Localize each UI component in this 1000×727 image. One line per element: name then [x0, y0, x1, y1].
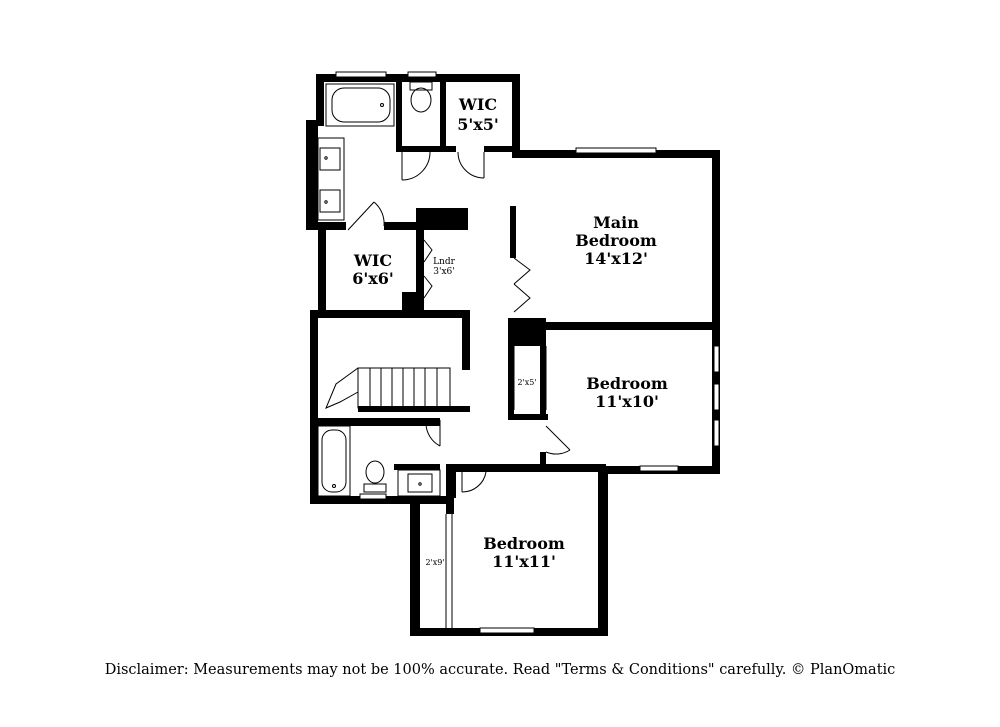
doors	[347, 151, 571, 493]
room-main-bedroom-name-line1: Main	[593, 213, 639, 232]
room-wic-top-name: WIC	[458, 95, 497, 114]
room-main-bedroom: Main Bedroom 14'x12'	[575, 213, 657, 268]
room-laundry-name: Lndr	[433, 257, 456, 267]
room-wic-left-name: WIC	[353, 251, 392, 270]
room-bedroom-bottom-name: Bedroom	[483, 534, 565, 553]
room-laundry: Lndr 3'x6'	[433, 257, 456, 277]
closet-right-dims: 2'x5'	[517, 378, 536, 387]
room-bedroom-right: Bedroom 11'x10'	[586, 374, 668, 411]
room-laundry-dims: 3'x6'	[433, 267, 454, 277]
room-main-bedroom-dims: 14'x12'	[584, 249, 648, 268]
room-main-bedroom-name-line2: Bedroom	[575, 231, 657, 250]
room-bedroom-bottom-dims: 11'x11'	[492, 552, 556, 571]
fixtures	[317, 81, 453, 628]
disclaimer-text: Disclaimer: Measurements may not be 100%…	[104, 662, 896, 678]
room-bedroom-bottom: Bedroom 11'x11'	[483, 534, 565, 571]
closet-right: 2'x5'	[517, 378, 536, 387]
walls	[306, 74, 720, 636]
room-wic-top: WIC 5'x5'	[457, 95, 499, 134]
closet-bottom: 2'x9'	[425, 558, 444, 567]
room-wic-left: WIC 6'x6'	[352, 251, 394, 288]
room-wic-left-dims: 6'x6'	[352, 269, 394, 288]
room-bedroom-right-name: Bedroom	[586, 374, 668, 393]
floor-plan: WIC 5'x5' Main Bedroom 14'x12' WIC 6'x6'…	[306, 71, 720, 636]
room-bedroom-right-dims: 11'x10'	[595, 392, 659, 411]
closet-bottom-dims: 2'x9'	[425, 558, 444, 567]
windows	[335, 71, 720, 634]
room-wic-top-dims: 5'x5'	[457, 115, 499, 134]
